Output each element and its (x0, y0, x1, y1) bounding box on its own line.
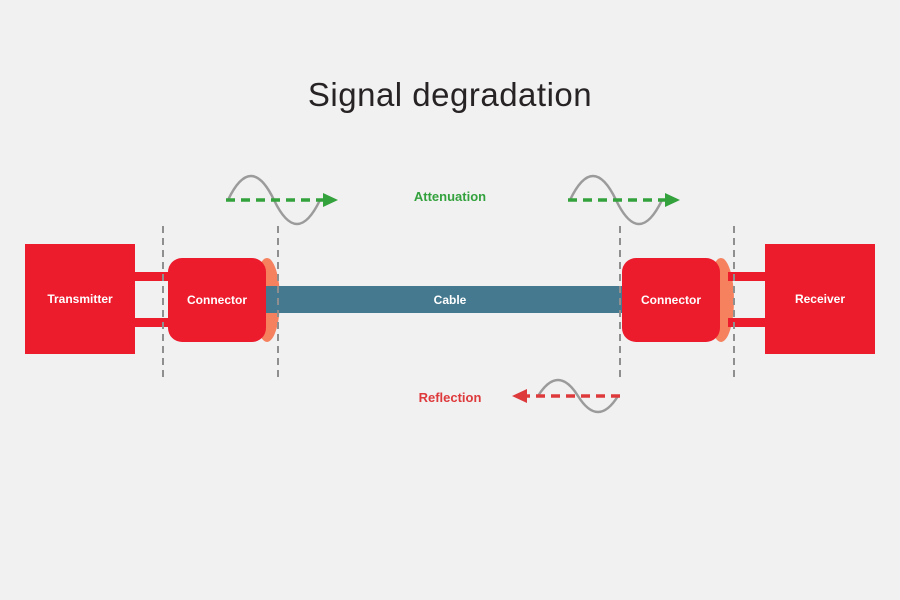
arrowhead-left-icon (512, 389, 527, 403)
connector-left-label: Connector (187, 293, 247, 307)
boundary-line-left-outer (162, 226, 164, 380)
transmitter-box: Transmitter (25, 244, 135, 354)
arrowhead-right-icon (323, 193, 338, 207)
reflection-wave-icon (512, 378, 620, 414)
arrowhead-right-icon (665, 193, 680, 207)
connector-left-body: Connector (168, 258, 266, 342)
boundary-line-right-inner (619, 226, 621, 380)
pin-bottom-left (133, 318, 173, 327)
page-title: Signal degradation (307, 76, 593, 113)
connector-right: Connector (622, 258, 734, 342)
boundary-line-left-inner (277, 226, 279, 380)
boundary-line-right-outer (733, 226, 735, 380)
pin-top-left (133, 272, 173, 281)
cable-bar: Cable (264, 286, 636, 313)
connector-right-body: Connector (622, 258, 720, 342)
pin-bottom-right (728, 318, 768, 327)
pin-top-right (728, 272, 768, 281)
cable-label: Cable (433, 292, 467, 307)
reflection-label: Reflection (418, 390, 482, 405)
receiver-label: Receiver (794, 292, 846, 306)
sine-wave-path (536, 378, 620, 414)
transmitter-label: Transmitter (47, 292, 113, 306)
receiver-box: Receiver (765, 244, 875, 354)
connector-right-label: Connector (641, 293, 701, 307)
connector-left: Connector (168, 258, 280, 342)
attenuation-wave-left-icon (226, 174, 338, 226)
attenuation-label: Attenuation (413, 189, 487, 204)
attenuation-wave-right-icon (568, 174, 680, 226)
